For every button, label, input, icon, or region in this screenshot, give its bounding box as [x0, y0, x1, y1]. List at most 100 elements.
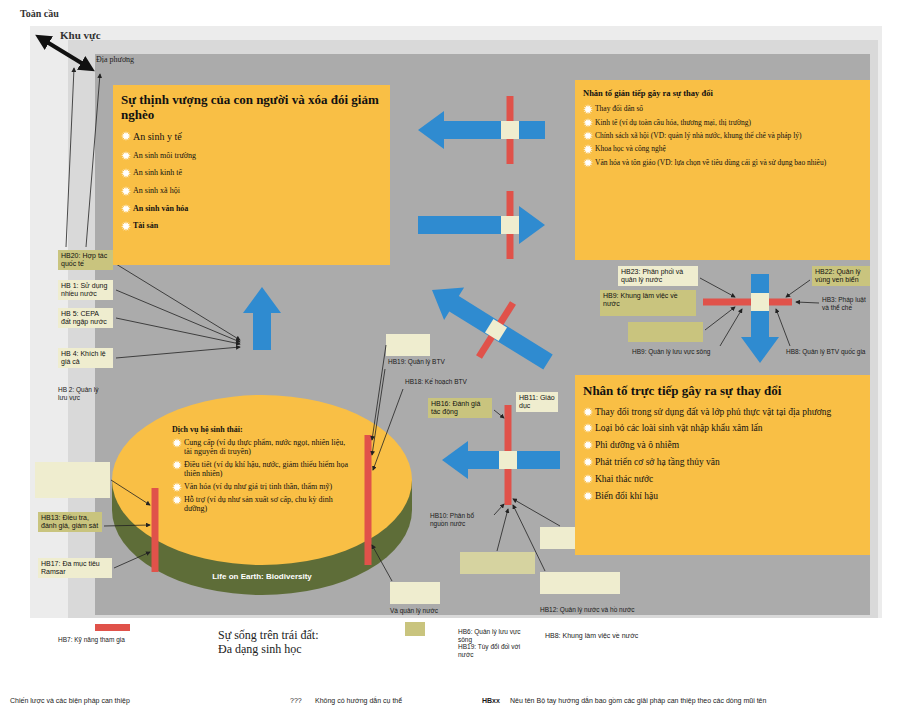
figure-caption: Sự sống trên trái đất: Đa dạng sinh học [218, 628, 333, 657]
strategy-node [751, 293, 769, 311]
empty-callout [540, 572, 620, 594]
block-arrow [442, 441, 560, 479]
leader-line [497, 509, 508, 551]
box-text: HB17: Đa mục tiêu Ramsar [41, 560, 109, 576]
callout-box: HB 1: Sử dụng nhiều nước [58, 280, 113, 300]
box-text: Văn hóa (ví dụ như giá trị tinh thần, th… [172, 482, 352, 492]
box-text: An sinh văn hóa [121, 204, 380, 214]
strategy-bar [479, 303, 513, 357]
driver-box: Nhân tố gián tiếp gây ra sự thay đổiThay… [575, 80, 870, 260]
callout-box: HB 5: CEPA đất ngập nước [58, 308, 113, 328]
leader-line [720, 309, 742, 346]
box-text: An sinh môi trường [121, 151, 380, 161]
global-panel [30, 26, 882, 618]
leader-line [111, 480, 150, 505]
callout-label: Và quản lý nước [390, 607, 460, 615]
box-text: Điều tiết (ví dụ khí hậu, nước, giảm thi… [172, 460, 352, 479]
block-arrow [432, 288, 553, 370]
legend-sample-label: HB8: Khung làm việc về nước [545, 632, 655, 640]
leader-line [116, 290, 240, 342]
box-heading: Nhân tố gián tiếp gây ra sự thay đổi [583, 88, 860, 98]
box-heading: Dịch vụ hệ sinh thái: [172, 425, 352, 435]
empty-callout [386, 334, 430, 356]
box-text: HB20: Hợp tác quốc tế [61, 252, 110, 268]
box-text: HB 5: CEPA đất ngập nước [61, 310, 110, 326]
box-text: An sinh xã hội [121, 186, 380, 196]
strategy-node [501, 121, 519, 139]
empty-callout [35, 462, 110, 498]
box-text: Thay đổi dân số [583, 104, 860, 113]
callout-label: HB 2: Quản lý lưu vực [58, 386, 108, 402]
leader-line [66, 68, 74, 247]
block-arrow [418, 111, 545, 149]
box-text: Phát triển cơ sở hạ tầng thủy văn [583, 457, 860, 469]
regional-panel [68, 40, 878, 618]
strategy-node [501, 216, 519, 234]
callout-box: HB17: Đa mục tiêu Ramsar [38, 558, 112, 578]
leader-line [372, 545, 392, 581]
cylinder-text: Dịch vụ hệ sinh thái:Cung cấp (ví dụ thự… [172, 425, 352, 517]
legend-note: Nêu tên Bộ tay hướng dẫn bao gồm các giả… [510, 697, 890, 705]
box-text: HB16: Đánh giá tác động [431, 400, 489, 416]
box-heading: Nhân tố trực tiếp gây ra sự thay đổi [583, 383, 860, 399]
box-text: HB13: Điều tra, đánh giá, giám sát [41, 514, 99, 530]
legend-sample-label: HB7: Kỹ năng tham gia [58, 636, 138, 644]
box-text: Khai thác nước [583, 474, 860, 486]
block-arrow [418, 206, 545, 244]
callout-box: HB11: Giáo dục [516, 392, 558, 412]
callout-box: HB22: Quản lý vùng ven biển [812, 266, 870, 286]
box-text: An sinh kinh tế [121, 168, 380, 178]
strategy-node [485, 319, 507, 341]
callout-box: HB16: Đánh giá tác động [428, 398, 492, 418]
callout-box: HB20: Hợp tác quốc tế [58, 250, 113, 270]
outcome-box: Sự thịnh vượng của con người và xóa đói … [113, 85, 390, 265]
callout-box: HB13: Điều tra, đánh giá, giám sát [38, 512, 102, 532]
callout-box: HB 4: Khích lệ giá cả [58, 348, 113, 368]
box-text: HB9: Khung làm việc về nước [603, 292, 693, 308]
strategy-bar [703, 299, 792, 306]
box-text: HB 1: Sử dụng nhiều nước [61, 282, 110, 298]
leader-line [494, 410, 504, 418]
empty-callout [390, 582, 440, 604]
box-text: Loại bỏ các loài sinh vật nhập khẩu xâm … [583, 423, 860, 435]
legend-key: ??? [290, 697, 310, 705]
leader-line [116, 318, 240, 344]
leader-line [705, 307, 735, 330]
callout-label: HB10: Phân bổ nguồn nước [430, 512, 492, 528]
leader-line [776, 309, 790, 346]
callout-label: HB8: Quản lý BTV quốc gia [786, 348, 868, 356]
box-text: HB11: Giáo dục [519, 394, 555, 410]
strategy-bar [365, 435, 372, 565]
box-text: Chính sách xã hội (VD: quản lý nhà nước,… [583, 131, 860, 140]
box-text: Văn hóa và tôn giáo (VD: lựa chọn về tiê… [583, 158, 860, 167]
leader-line [116, 347, 240, 358]
leader-line [513, 505, 545, 571]
scale-label: Địa phương [96, 56, 166, 65]
box-text: Kinh tế (ví dụ toàn cầu hóa, thương mại,… [583, 118, 860, 127]
leader-line [86, 74, 100, 247]
scale-arrow [42, 39, 88, 67]
leader-line [513, 499, 560, 526]
callout-label: HB12: Quản lý nước và hồ nước [540, 606, 660, 614]
box-text: Phì dưỡng và ô nhiễm [583, 440, 860, 452]
empty-callout [460, 552, 535, 574]
scale-label: Khu vực [60, 29, 120, 41]
local-panel [95, 54, 870, 615]
box-text: Tài sản [121, 221, 380, 231]
leader-line [114, 552, 150, 568]
ecosystem-cylinder: Dịch vụ hệ sinh thái:Cung cấp (ví dụ thự… [112, 395, 412, 595]
legend-note: Không có hướng dẫn cụ thể [315, 697, 465, 705]
legend-swatch [95, 624, 130, 631]
box-text: HB22: Quản lý vùng ven biển [815, 268, 867, 284]
leader-line [494, 504, 504, 515]
callout-label: HB9: Quản lý lưu vực sông [632, 348, 732, 356]
leader-line [104, 525, 150, 526]
box-text: An sinh y tế [121, 131, 380, 143]
legend-box-sample [405, 622, 425, 636]
block-arrow [243, 287, 281, 350]
legend-sample-label: HB19: Tùy đổi đối với nước [458, 643, 530, 659]
box-text: HB23: Phân phối và quản lý nước [621, 268, 695, 284]
leader-line [700, 278, 735, 297]
legend-sample-label: HB6: Quản lý lưu vực sông [458, 628, 530, 644]
